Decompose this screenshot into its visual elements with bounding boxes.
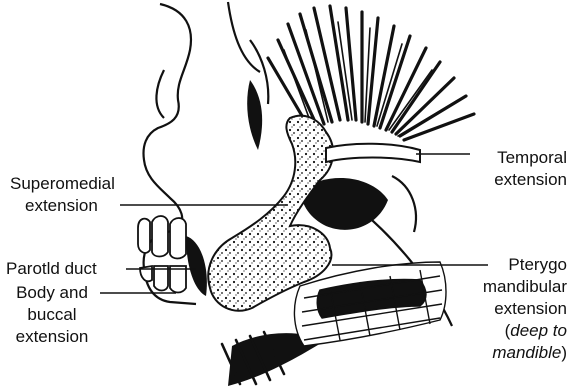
label-pterygo-line4: (deep to [440, 320, 567, 342]
label-superomedial-extension: Superomedial extension [10, 173, 115, 217]
label-body-buccal-extension: Body and buccal extension [3, 282, 101, 348]
label-parotid-duct: Parotld duct [6, 258, 97, 280]
label-temporal-extension: Temporal extension [440, 147, 567, 191]
label-pterygomandibular-extension: Pterygo mandibular extension (deep to ma… [440, 254, 567, 364]
label-body-line1: Body and [3, 282, 101, 304]
label-body-line3: extension [3, 326, 101, 348]
label-temporal-line1: Temporal [440, 147, 567, 169]
label-pterygo-close-paren: ) [561, 343, 567, 362]
label-body-line2: buccal [3, 304, 101, 326]
zygomatic-arch [326, 144, 420, 162]
label-pterygo-line3: extension [440, 298, 567, 320]
label-temporal-line2: extension [440, 169, 567, 191]
label-pterygo-line1: Pterygo [440, 254, 567, 276]
label-superomedial-line2: extension [10, 195, 115, 217]
label-superomedial-line1: Superomedial [10, 173, 115, 195]
label-pterygo-deep-to: deep to [510, 321, 567, 340]
label-pterygo-line5: mandible) [440, 342, 567, 364]
label-pterygo-line2: mandibular [440, 276, 567, 298]
label-pterygo-mandible: mandible [492, 343, 561, 362]
